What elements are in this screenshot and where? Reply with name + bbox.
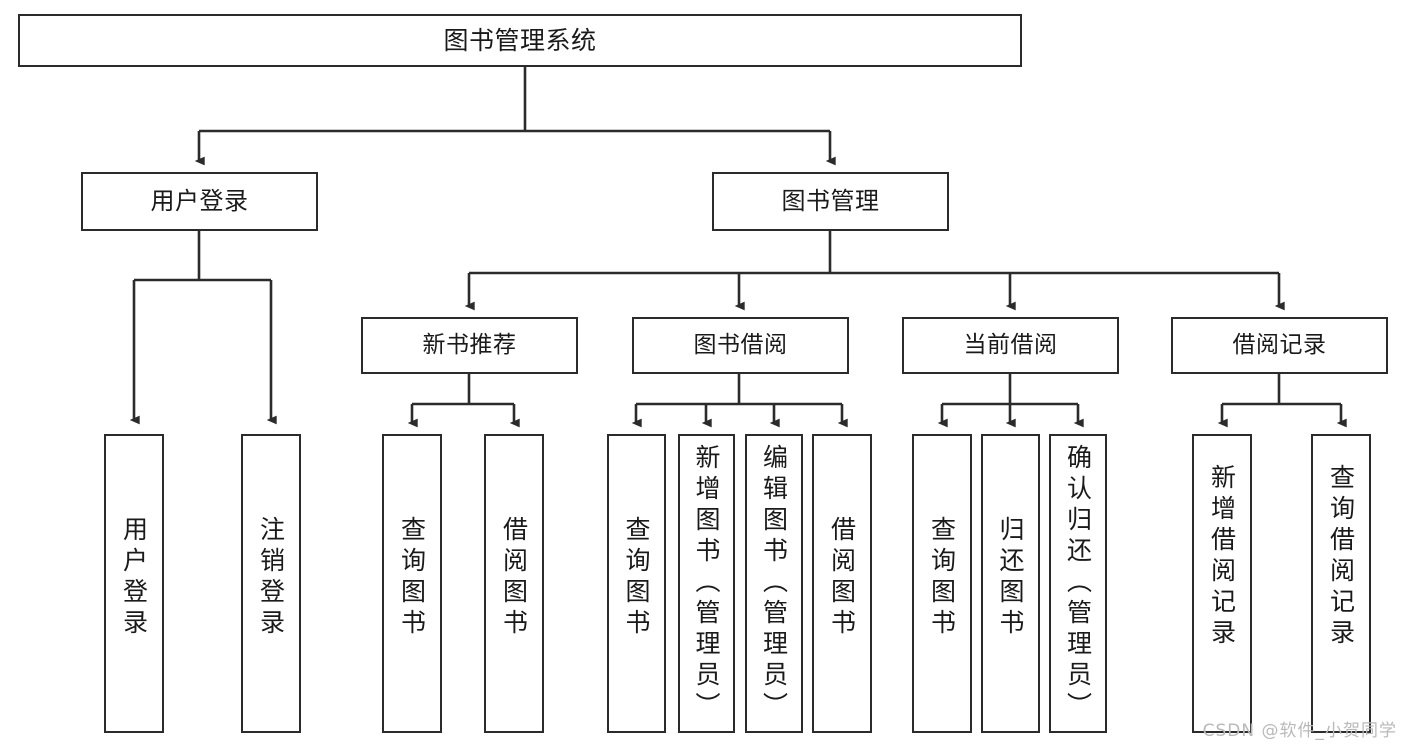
node-user-login-label: 用户登录 bbox=[150, 186, 249, 215]
node-leaf-borrow-book-recommend[interactable]: 借阅图书 bbox=[484, 434, 544, 733]
node-leaf-edit-book-admin-label: 编辑图书（管理员） bbox=[759, 444, 789, 723]
node-leaf-add-book-admin-label: 新增图书（管理员） bbox=[692, 444, 721, 723]
node-borrow-record[interactable]: 借阅记录 bbox=[1171, 317, 1388, 374]
node-leaf-logout-label: 注销登录 bbox=[256, 516, 286, 640]
node-leaf-query-borrow-record[interactable]: 查询借阅记录 bbox=[1311, 434, 1371, 733]
node-current-borrow[interactable]: 当前借阅 bbox=[902, 317, 1119, 374]
watermark-text: CSDN @软件_小贺同学 bbox=[1202, 721, 1397, 741]
node-leaf-confirm-return-admin[interactable]: 确认归还（管理员） bbox=[1049, 434, 1107, 733]
node-leaf-add-borrow-record[interactable]: 新增借阅记录 bbox=[1192, 434, 1252, 733]
node-leaf-user-login[interactable]: 用户登录 bbox=[104, 434, 164, 733]
node-leaf-edit-book-admin[interactable]: 编辑图书（管理员） bbox=[745, 434, 803, 733]
node-leaf-return-book-label: 归还图书 bbox=[996, 516, 1025, 640]
node-leaf-add-book-admin[interactable]: 新增图书（管理员） bbox=[678, 434, 735, 733]
node-leaf-add-borrow-record-label: 新增借阅记录 bbox=[1207, 464, 1237, 650]
node-new-book-recommend-label: 新书推荐 bbox=[422, 332, 517, 359]
node-book-borrow[interactable]: 图书借阅 bbox=[632, 317, 849, 374]
node-leaf-confirm-return-admin-label: 确认归还（管理员） bbox=[1063, 444, 1093, 723]
node-root-book-management-system[interactable]: 图书管理系统 bbox=[18, 14, 1022, 67]
node-leaf-query-book-borrow[interactable]: 查询图书 bbox=[607, 434, 666, 733]
node-leaf-query-borrow-record-label: 查询借阅记录 bbox=[1326, 464, 1356, 650]
node-leaf-borrow-book-label: 借阅图书 bbox=[827, 516, 857, 640]
node-leaf-query-book-recommend-label: 查询图书 bbox=[397, 516, 427, 640]
node-leaf-logout[interactable]: 注销登录 bbox=[241, 434, 301, 733]
node-current-borrow-label: 当前借阅 bbox=[963, 332, 1058, 359]
node-leaf-query-book-current-label: 查询图书 bbox=[927, 516, 957, 640]
node-leaf-query-book-borrow-label: 查询图书 bbox=[622, 516, 651, 640]
node-leaf-return-book[interactable]: 归还图书 bbox=[981, 434, 1040, 733]
node-book-management-label: 图书管理 bbox=[781, 186, 880, 215]
node-leaf-query-book-recommend[interactable]: 查询图书 bbox=[382, 434, 442, 733]
node-leaf-borrow-book-recommend-label: 借阅图书 bbox=[499, 516, 529, 640]
node-borrow-record-label: 借阅记录 bbox=[1232, 332, 1327, 359]
node-leaf-borrow-book[interactable]: 借阅图书 bbox=[812, 434, 872, 733]
node-leaf-query-book-current[interactable]: 查询图书 bbox=[912, 434, 972, 733]
node-root-label: 图书管理系统 bbox=[443, 26, 597, 55]
node-new-book-recommend[interactable]: 新书推荐 bbox=[361, 317, 578, 374]
node-user-login[interactable]: 用户登录 bbox=[81, 172, 318, 231]
node-book-borrow-label: 图书借阅 bbox=[693, 332, 788, 359]
node-leaf-user-login-label: 用户登录 bbox=[119, 516, 149, 640]
node-book-management[interactable]: 图书管理 bbox=[712, 172, 949, 231]
